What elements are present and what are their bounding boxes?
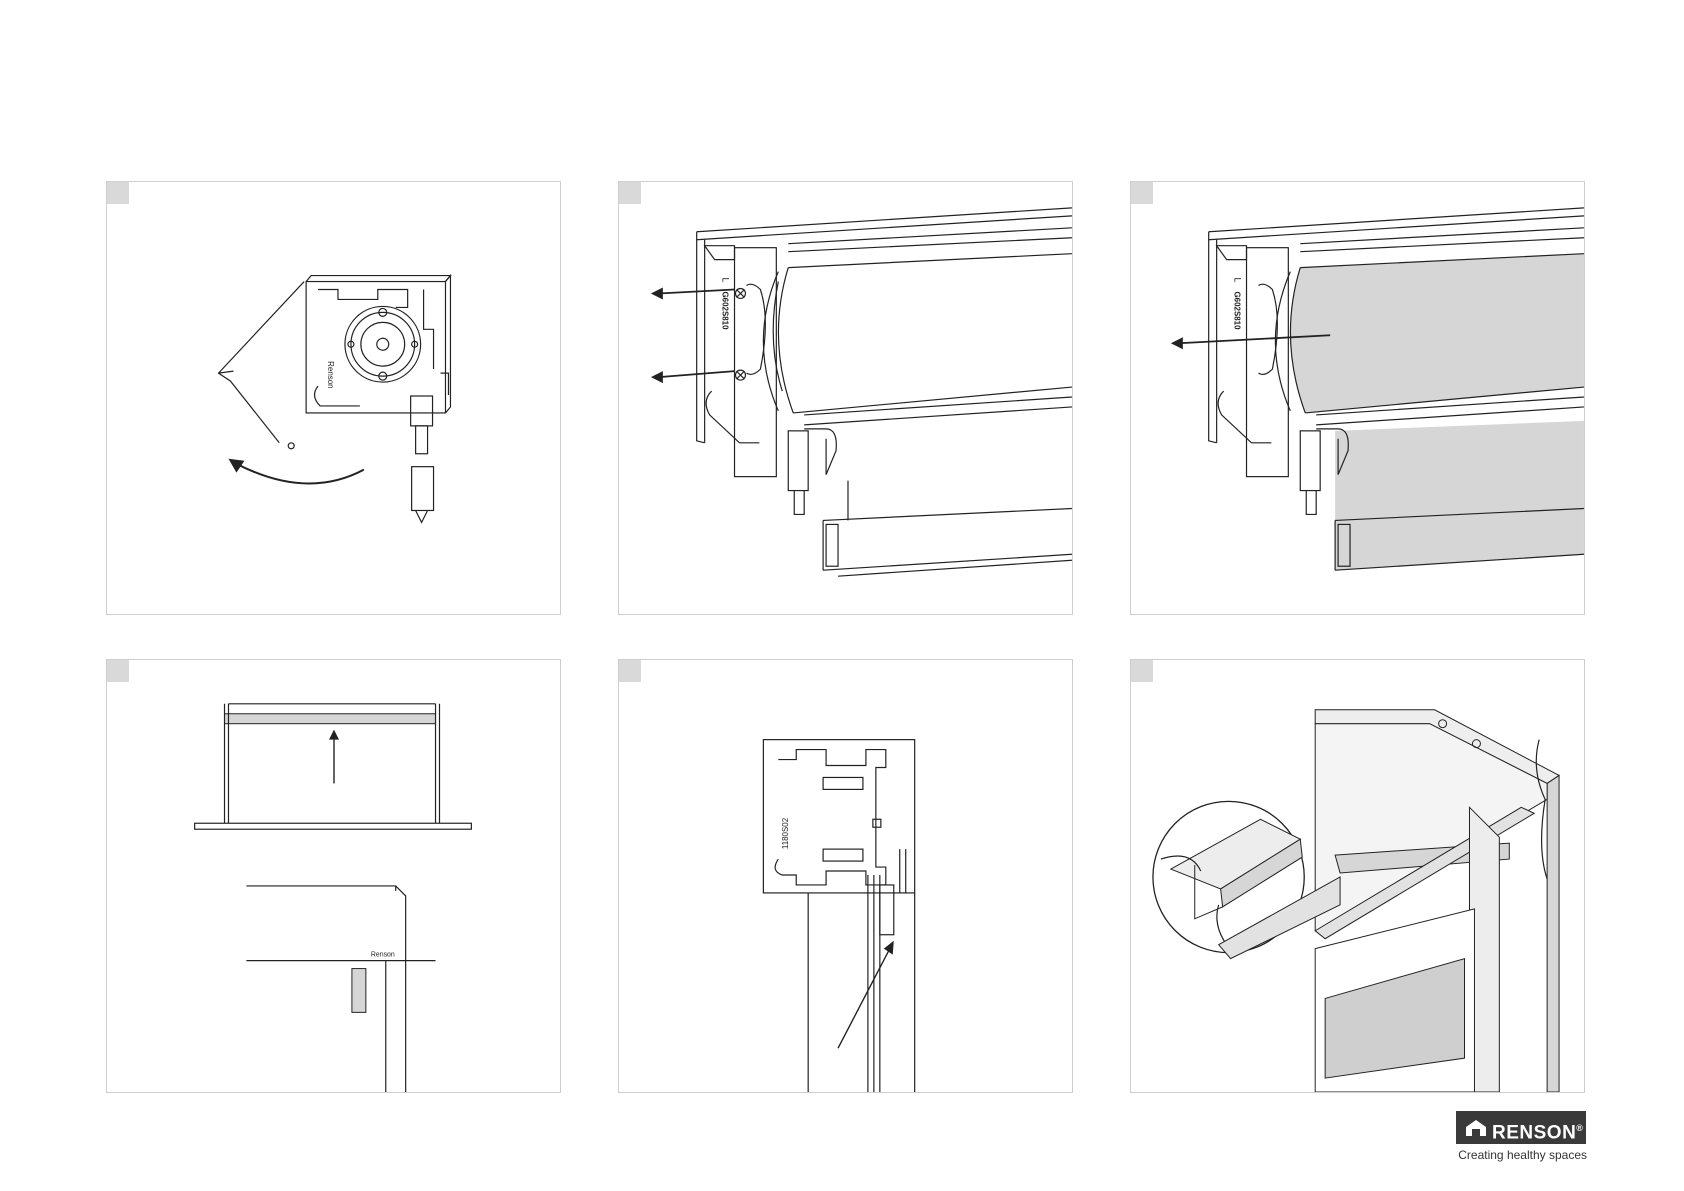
cassette-code-label: Renson (326, 361, 335, 388)
brand-name: RENSON® (1492, 1117, 1583, 1144)
step-panel-5: 1180S02 (618, 659, 1073, 1093)
roller-removal-drawing: G602S810 L (1131, 182, 1584, 614)
renson-logo: RENSON® (1456, 1111, 1586, 1144)
bracket-code-label: G602S810 (721, 291, 730, 330)
step-panel-2: G602S810 L (618, 181, 1073, 615)
insert-arrow (838, 949, 890, 1049)
profile-section-drawing: 1180S02 (619, 660, 1072, 1092)
step-panel-1: Renson (106, 181, 561, 615)
rotate-arrow (234, 463, 363, 484)
renson-mark-icon (1464, 1118, 1488, 1137)
step-panel-4: Renson (106, 659, 561, 1093)
frame-3d-drawing (1131, 660, 1584, 1092)
brand-tagline: Creating healthy spaces (1455, 1148, 1587, 1162)
bracket-code-label-2: G602S810 (1233, 291, 1242, 330)
step-panel-6 (1130, 659, 1585, 1093)
cassette-side-drawing: Renson (107, 182, 560, 614)
bracket-side-label-2: L (1233, 278, 1243, 283)
bracket-removal-drawing: G602S810 L (619, 182, 1072, 614)
frame-code-label: Renson (371, 952, 395, 959)
frame-install-drawing: Renson (107, 660, 560, 1092)
step-panel-3: G602S810 L (1130, 181, 1585, 615)
bracket-side-label: L (721, 278, 731, 283)
profile-code-label: 1180S02 (781, 817, 790, 849)
